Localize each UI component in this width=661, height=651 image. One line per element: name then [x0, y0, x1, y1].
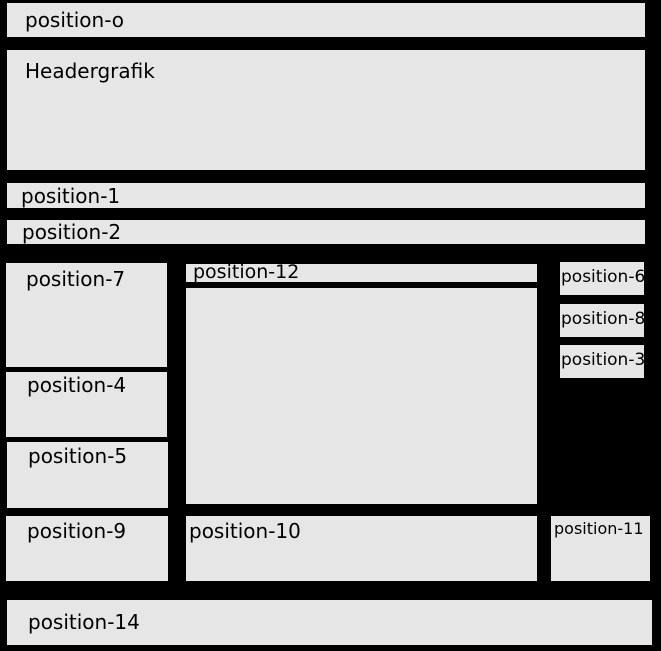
position-1-label: position-1	[21, 184, 121, 208]
position-8-label: position-8	[561, 309, 646, 329]
position-9-block: position-9	[6, 516, 168, 581]
position-14-block: position-14	[7, 600, 652, 645]
header-graphic-block: Headergrafik	[7, 50, 645, 170]
position-5-block: position-5	[7, 442, 168, 508]
position-2-label: position-2	[22, 220, 122, 244]
position-o-label: position-o	[25, 8, 125, 32]
position-7-block: position-7	[6, 263, 167, 367]
main-content-block	[186, 288, 537, 504]
position-9-label: position-9	[27, 519, 127, 543]
position-4-label: position-4	[27, 373, 127, 397]
position-12-label: position-12	[193, 261, 300, 283]
position-6-block: position-6	[560, 262, 646, 295]
header-graphic-label: Headergrafik	[25, 59, 155, 83]
position-5-label: position-5	[28, 444, 128, 468]
position-2-block: position-2	[7, 220, 645, 244]
position-10-label: position-10	[189, 519, 301, 543]
position-10-block: position-10	[186, 516, 537, 581]
position-3-block: position-3	[560, 345, 646, 378]
position-6-label: position-6	[561, 267, 646, 287]
position-12-block: position-12	[186, 261, 537, 283]
position-14-label: position-14	[28, 610, 140, 634]
position-o-block: position-o	[7, 3, 645, 37]
position-3-label: position-3	[561, 350, 646, 370]
position-8-block: position-8	[560, 304, 646, 337]
position-4-block: position-4	[6, 372, 167, 437]
position-1-block: position-1	[7, 183, 645, 208]
position-11-label: position-11	[554, 519, 644, 538]
position-7-label: position-7	[26, 267, 126, 291]
position-11-block: position-11	[551, 516, 650, 581]
